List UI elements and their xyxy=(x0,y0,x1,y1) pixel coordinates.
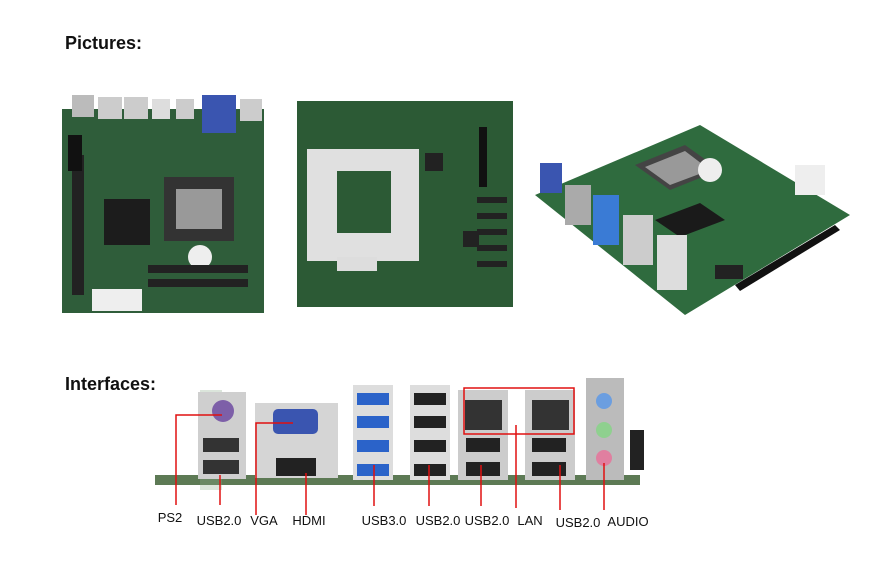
board-bottom-view-image xyxy=(297,101,513,307)
label-ps2: PS2 xyxy=(157,510,183,525)
label-usb3: USB3.0 xyxy=(361,513,407,528)
board-top-view-image xyxy=(62,95,264,313)
pictures-heading: Pictures: xyxy=(65,33,143,53)
label-usb2-2: USB2.0 xyxy=(415,513,461,528)
label-usb2-1: USB2.0 xyxy=(196,513,242,528)
label-audio: AUDIO xyxy=(607,514,649,529)
label-lan: LAN xyxy=(517,513,543,528)
interfaces-heading: Interfaces: xyxy=(65,374,157,394)
label-usb2-3: USB2.0 xyxy=(464,513,510,528)
io-panel-image xyxy=(155,378,644,515)
label-usb2-4: USB2.0 xyxy=(555,515,601,530)
label-hdmi: HDMI xyxy=(292,513,326,528)
board-angled-view-image xyxy=(535,125,850,315)
label-vga: VGA xyxy=(250,513,278,528)
